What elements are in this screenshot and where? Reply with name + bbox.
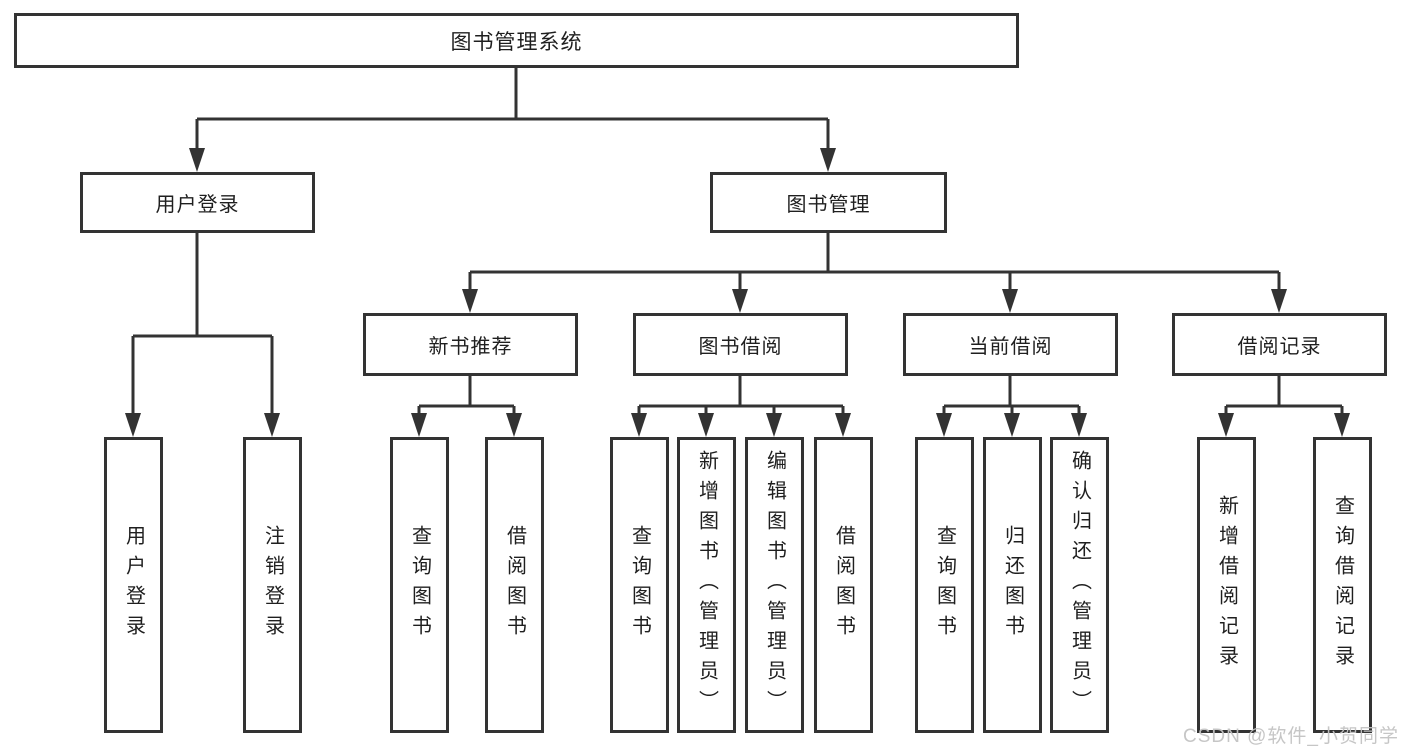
node-label: 借阅图书 (832, 525, 855, 645)
node-borrow-record: 借阅记录 (1172, 313, 1387, 376)
arrow-icon (506, 413, 522, 437)
arrow-icon (1002, 289, 1018, 313)
arrow-icon (1218, 413, 1234, 437)
leaf-query-book-current: 查询图书 (915, 437, 974, 733)
csdn-watermark: CSDN @软件_小贺同学 (1183, 726, 1399, 747)
node-label: 新增图书（管理员） (695, 450, 718, 720)
leaf-query-borrow-record: 查询借阅记录 (1313, 437, 1372, 733)
leaf-borrow-book-recommend: 借阅图书 (485, 437, 544, 733)
leaf-borrow-book: 借阅图书 (814, 437, 873, 733)
arrow-icon (631, 413, 647, 437)
node-label: 新书推荐 (428, 336, 513, 358)
node-label: 新增借阅记录 (1215, 495, 1238, 675)
leaf-logout: 注销登录 (243, 437, 302, 733)
arrow-icon (732, 289, 748, 313)
node-label: 查询图书 (933, 525, 956, 645)
node-current-borrow: 当前借阅 (903, 313, 1118, 376)
arrow-icon (264, 413, 280, 437)
node-label: 归还图书 (1001, 525, 1024, 645)
leaf-edit-book-admin: 编辑图书（管理员） (745, 437, 804, 733)
arrow-icon (936, 413, 952, 437)
node-label: 注销登录 (261, 525, 284, 645)
node-label: 图书管理系统 (450, 30, 583, 54)
leaf-add-borrow-record: 新增借阅记录 (1197, 437, 1256, 733)
leaf-query-book-borrow: 查询图书 (610, 437, 669, 733)
node-label: 用户登录 (155, 194, 240, 216)
node-label: 借阅图书 (503, 525, 526, 645)
node-label: 编辑图书（管理员） (763, 450, 786, 720)
arrowheads (125, 148, 1350, 437)
arrow-icon (411, 413, 427, 437)
node-user-login: 用户登录 (80, 172, 315, 233)
node-label: 查询图书 (408, 525, 431, 645)
arrow-icon (1004, 413, 1020, 437)
arrow-icon (820, 148, 836, 172)
node-book-management: 图书管理 (710, 172, 947, 233)
node-label: 图书借阅 (698, 336, 783, 358)
connector-paths (131, 68, 1344, 416)
node-label: 图书管理 (786, 194, 871, 216)
arrow-icon (1334, 413, 1350, 437)
node-label: 借阅记录 (1237, 336, 1322, 358)
leaf-add-book-admin: 新增图书（管理员） (677, 437, 736, 733)
node-label: 当前借阅 (968, 336, 1053, 358)
arrow-icon (1071, 413, 1087, 437)
arrow-icon (125, 413, 141, 437)
arrow-icon (189, 148, 205, 172)
arrow-icon (1271, 289, 1287, 313)
arrow-icon (698, 413, 714, 437)
arrow-icon (462, 289, 478, 313)
arrow-icon (766, 413, 782, 437)
leaf-confirm-return-admin: 确认归还（管理员） (1050, 437, 1109, 733)
node-label: 确认归还（管理员） (1068, 450, 1091, 720)
node-label: 查询图书 (628, 525, 651, 645)
node-label: 用户登录 (122, 525, 145, 645)
leaf-return-book: 归还图书 (983, 437, 1042, 733)
leaf-query-book-recommend: 查询图书 (390, 437, 449, 733)
node-root-system: 图书管理系统 (14, 13, 1019, 68)
node-book-borrow: 图书借阅 (633, 313, 848, 376)
leaf-user-login: 用户登录 (104, 437, 163, 733)
node-label: 查询借阅记录 (1331, 495, 1354, 675)
arrow-icon (835, 413, 851, 437)
node-new-book-recommend: 新书推荐 (363, 313, 578, 376)
